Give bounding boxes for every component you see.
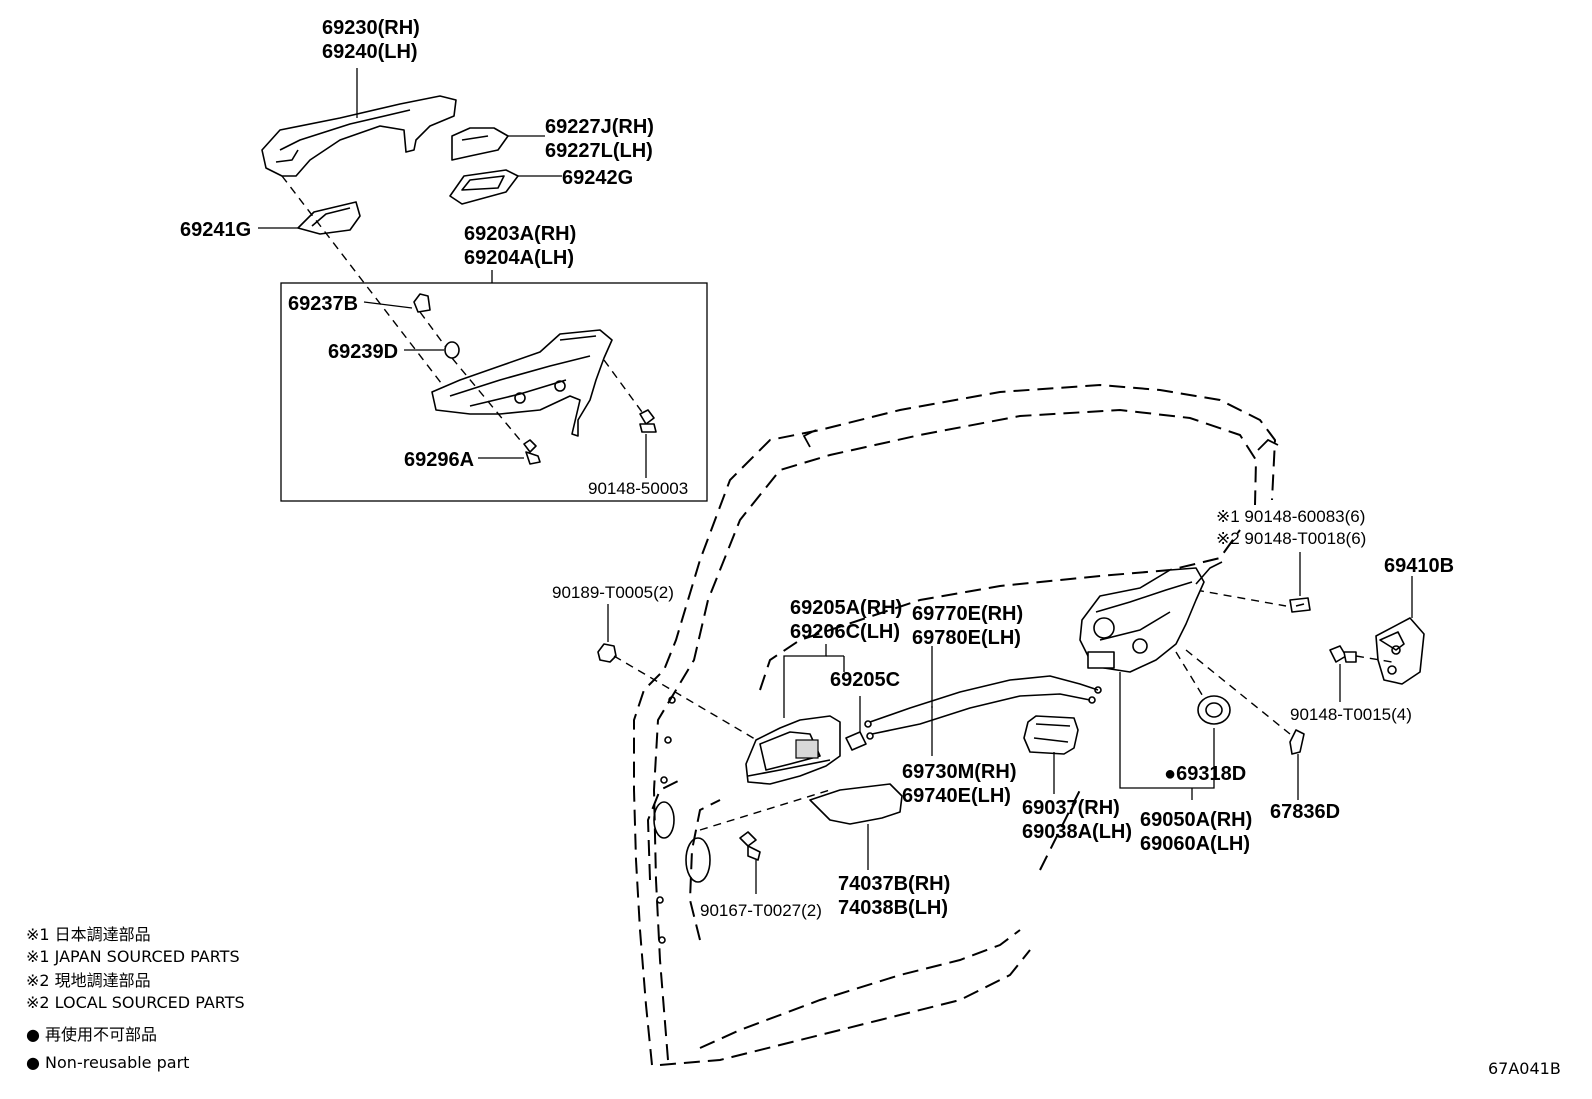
lock-seal-69318D — [1197, 695, 1231, 725]
lock-cables — [864, 675, 1102, 740]
inside-handle — [745, 715, 841, 785]
door-outline — [633, 383, 1279, 1066]
label-69227J: 69227J(RH) — [545, 116, 654, 138]
label-69206C: 69206C(LH) — [790, 621, 900, 643]
label-90148-60083: ※1 90148-60083(6) — [1216, 507, 1365, 526]
door-striker — [1375, 617, 1425, 685]
label-69730M: 69730M(RH) — [902, 761, 1016, 783]
label-69239D: 69239D — [328, 341, 398, 363]
label-69410B: 69410B — [1384, 555, 1454, 577]
handle-pad — [297, 201, 361, 235]
outside-handle — [261, 95, 457, 177]
grommet-90189 — [597, 643, 617, 663]
label-69241G: 69241G — [180, 219, 251, 241]
label-69296A: 69296A — [404, 449, 474, 471]
label-69205A: 69205A(RH) — [790, 597, 902, 619]
label-74037B: 74037B(RH) — [838, 873, 950, 895]
handle-gasket — [449, 169, 519, 205]
screw-69296A — [523, 439, 541, 465]
label-69204A: 69204A(LH) — [464, 247, 574, 269]
note-japan-sourced-en: ※1 JAPAN SOURCED PARTS — [26, 947, 240, 966]
label-69318D: ●69318D — [1164, 763, 1246, 785]
label-69203A: 69203A(RH) — [464, 223, 576, 245]
grommet-67836D — [1289, 729, 1305, 755]
label-69227L: 69227L(LH) — [545, 140, 653, 162]
label-90148-50003: 90148-50003 — [588, 479, 688, 498]
note-local-sourced-ja: ※2 現地調達部品 — [26, 971, 151, 990]
label-90189-T0005: 90189-T0005(2) — [552, 583, 674, 602]
label-69205C: 69205C — [830, 669, 900, 691]
label-90167-T0027: 90167-T0027(2) — [700, 901, 822, 920]
seal-69237B — [413, 293, 431, 313]
diagram-code: 67A041B — [1488, 1059, 1561, 1078]
label-69240: 69240(LH) — [322, 41, 418, 63]
label-69237B: 69237B — [288, 293, 358, 315]
label-69037: 69037(RH) — [1022, 797, 1120, 819]
handle-bezel-69205C — [845, 731, 867, 751]
note-non-reusable-en: ● Non-reusable part — [26, 1053, 189, 1072]
label-69242G: 69242G — [562, 167, 633, 189]
handle-frame-box — [280, 282, 708, 502]
handle-frame — [431, 329, 613, 437]
screw-90148-50003 — [639, 409, 657, 433]
door-lock-assembly — [1079, 561, 1223, 673]
note-non-reusable-ja: ● 再使用不可部品 — [26, 1025, 157, 1044]
label-69230: 69230(RH) — [322, 17, 420, 39]
label-69050A: 69050A(RH) — [1140, 809, 1252, 831]
label-90148-T0015: 90148-T0015(4) — [1290, 705, 1412, 724]
handle-cap — [451, 127, 509, 161]
label-67836D: 67836D — [1270, 801, 1340, 823]
screw-90148-60083 — [1289, 597, 1311, 613]
screw-90167 — [739, 831, 761, 861]
label-69780E: 69780E(LH) — [912, 627, 1021, 649]
label-69740E: 69740E(LH) — [902, 785, 1011, 807]
cushion-69239D — [444, 341, 460, 359]
screw-90148-T0015 — [1329, 645, 1357, 663]
label-74038B: 74038B(LH) — [838, 897, 948, 919]
label-90148-T0018: ※2 90148-T0018(6) — [1216, 529, 1366, 548]
label-69038A: 69038A(LH) — [1022, 821, 1132, 843]
lock-cover-69037 — [1023, 715, 1079, 755]
label-69060A: 69060A(LH) — [1140, 833, 1250, 855]
label-69770E: 69770E(RH) — [912, 603, 1023, 625]
note-japan-sourced-ja: ※1 日本調達部品 — [26, 925, 151, 944]
armrest-pad — [809, 783, 903, 825]
note-local-sourced-en: ※2 LOCAL SOURCED PARTS — [26, 993, 245, 1012]
